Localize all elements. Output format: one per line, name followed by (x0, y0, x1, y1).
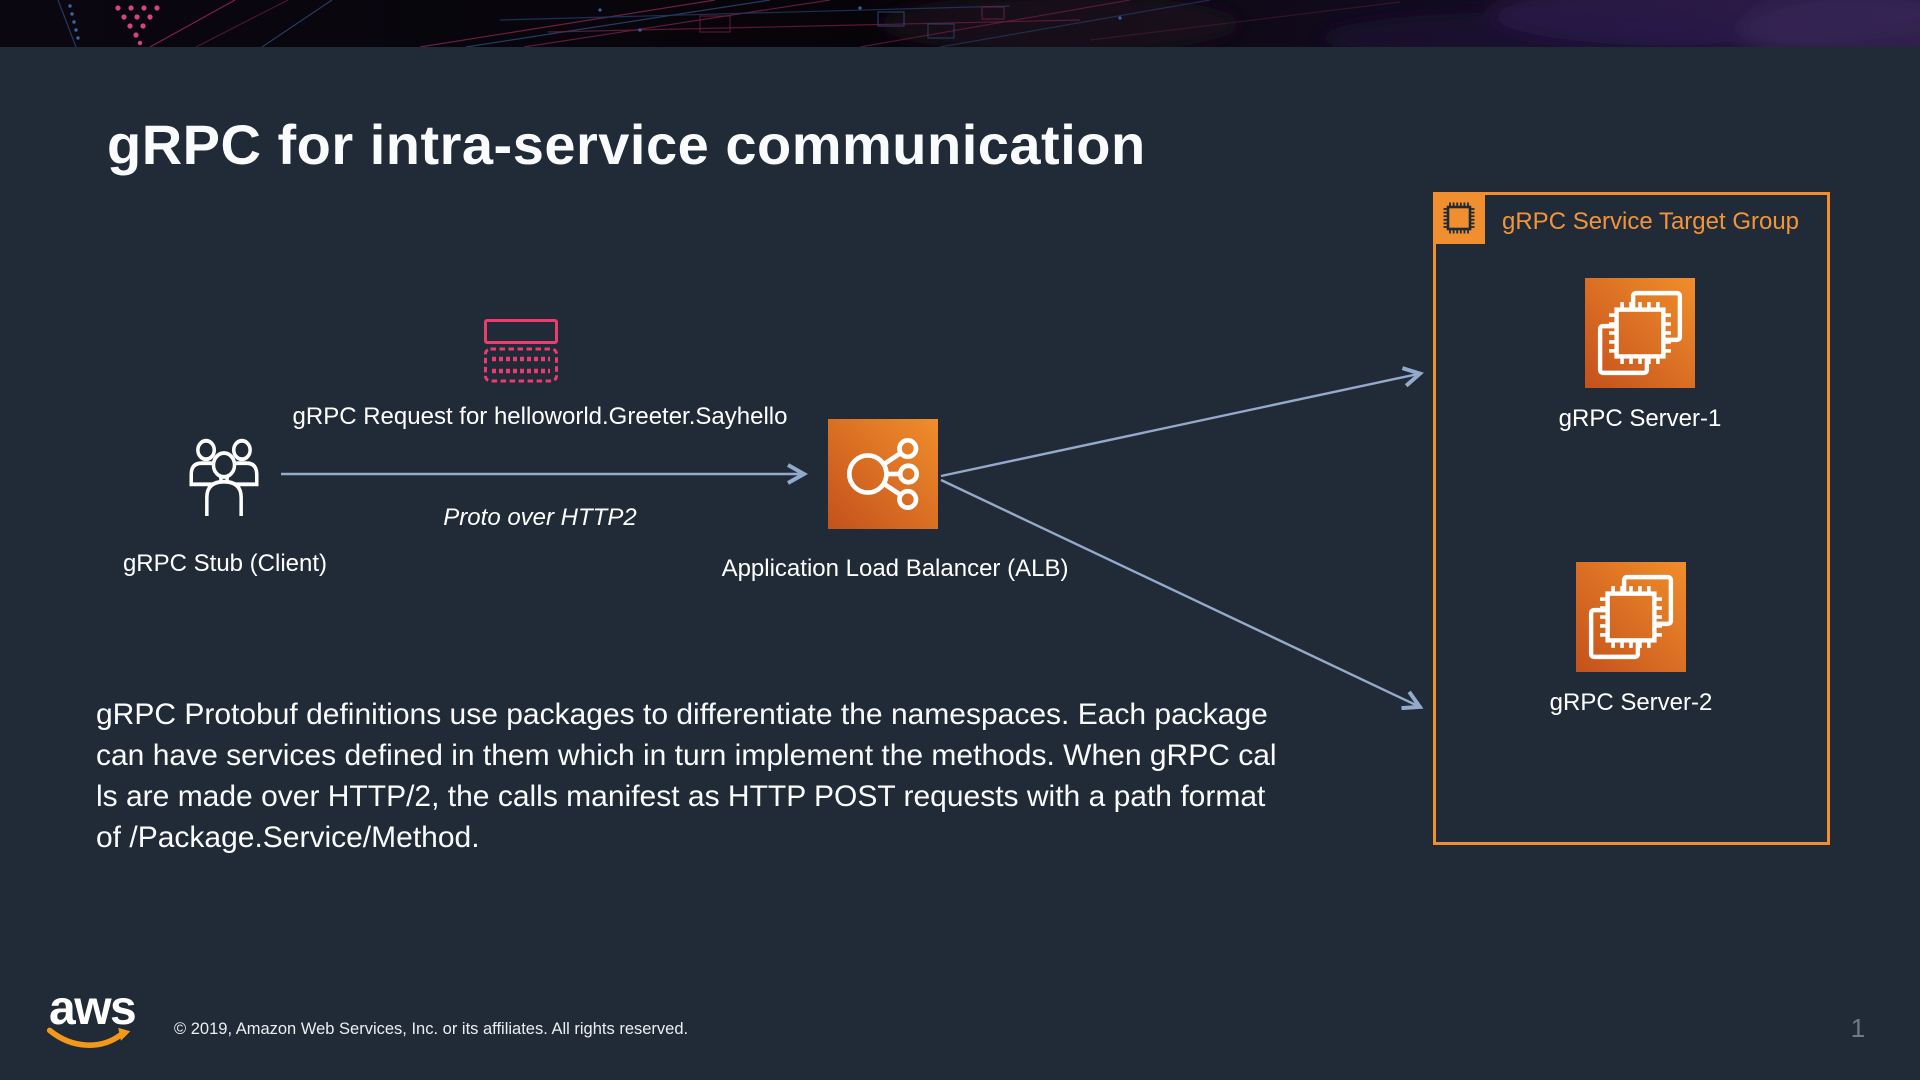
target-group-box (1433, 192, 1830, 845)
request-label: gRPC Request for helloworld.Greeter.Sayh… (292, 403, 788, 430)
ec2-instance-icon (1585, 278, 1695, 388)
body-line: of /Package.Service/Method. (96, 821, 480, 854)
footer-copyright: © 2019, Amazon Web Services, Inc. or its… (174, 1020, 689, 1038)
aws-logo-text: aws (49, 982, 137, 1035)
body-line: can have services defined in them which … (96, 739, 1277, 772)
aws-smile-icon (46, 1027, 131, 1048)
protobuf-table-icon (484, 319, 558, 383)
slide-title: gRPC for intra-service communication (107, 113, 1146, 176)
client-label: gRPC Stub (Client) (122, 550, 328, 577)
application-load-balancer-icon (828, 419, 938, 529)
body-line: gRPC Protobuf definitions use packages t… (96, 698, 1268, 731)
aws-logo: aws (46, 982, 138, 1060)
banner-circuit-art (0, 0, 1920, 47)
arrow-alb-to-server1 (940, 374, 1418, 478)
arrow-alb-to-server2 (940, 478, 1418, 706)
ec2-instance-icon (1576, 562, 1686, 672)
body-paragraph: gRPC Protobuf definitions use packages t… (96, 694, 1406, 858)
server1-label: gRPC Server-1 (1558, 405, 1722, 432)
target-group-title: gRPC Service Target Group (1502, 208, 1800, 235)
chip-icon (1433, 192, 1485, 244)
alb-label: Application Load Balancer (ALB) (721, 555, 1069, 582)
protocol-label: Proto over HTTP2 (443, 504, 637, 531)
header-banner-image (0, 0, 1920, 47)
users-icon (185, 428, 263, 516)
body-line: ls are made over HTTP/2, the calls manif… (96, 780, 1266, 813)
server2-label: gRPC Server-2 (1549, 689, 1713, 716)
page-number: 1 (1850, 1013, 1866, 1043)
